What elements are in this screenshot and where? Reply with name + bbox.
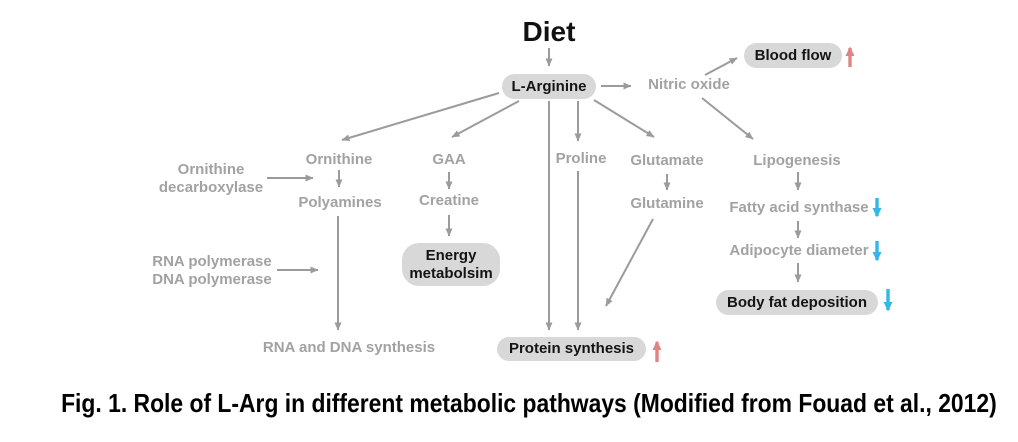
dna-polymerase-line: DNA polymerase bbox=[152, 271, 272, 288]
energy-metabolism-line1: Energy bbox=[425, 246, 477, 264]
ornithine-decarboxylase-line1: Ornithine bbox=[177, 161, 245, 178]
node-glutamine: Glutamine bbox=[630, 195, 704, 212]
node-diet: Diet bbox=[522, 16, 576, 47]
energy-metabolism-line2: metabolsim bbox=[409, 264, 493, 282]
node-rna-and-dna-synthesis: RNA and DNA synthesis bbox=[262, 339, 436, 356]
edge-nitricoxide-lipogenesis bbox=[701, 97, 754, 140]
edge-layer bbox=[267, 46, 893, 362]
figure-caption: Fig. 1. Role of L-Arg in different metab… bbox=[61, 388, 997, 418]
edge-larginine-ornithine bbox=[341, 92, 500, 142]
node-proline: Proline bbox=[555, 150, 607, 167]
node-polyamines: Polyamines bbox=[298, 194, 382, 211]
node-l-arginine: L-Arginine bbox=[502, 74, 596, 99]
node-nitric-oxide: Nitric oxide bbox=[648, 76, 730, 93]
ornithine-decarboxylase-line2: decarboxylase bbox=[158, 179, 264, 196]
edge-larginine-glutamate bbox=[593, 99, 655, 138]
node-ornithine-decarboxylase: Ornithine decarboxylase bbox=[159, 161, 263, 197]
node-fatty-acid-synthase: Fatty acid synthase bbox=[729, 199, 869, 216]
rna-polymerase-line: RNA polymerase bbox=[152, 253, 272, 270]
node-gaa: GAA bbox=[432, 151, 466, 168]
node-blood-flow: Blood flow bbox=[744, 43, 842, 68]
edge-nitricoxide-bloodflow bbox=[704, 57, 738, 76]
node-ornithine: Ornithine bbox=[305, 151, 373, 168]
node-lipogenesis: Lipogenesis bbox=[753, 152, 841, 169]
edge-glutamine-proteinsynthesis bbox=[605, 218, 654, 307]
node-protein-synthesis: Protein synthesis bbox=[497, 337, 646, 361]
node-energy-metabolism: Energy metabolsim bbox=[402, 243, 500, 286]
edge-larginine-gaa bbox=[451, 100, 520, 138]
node-creatine: Creatine bbox=[418, 192, 480, 209]
node-glutamate: Glutamate bbox=[630, 152, 704, 169]
node-body-fat-deposition: Body fat deposition bbox=[716, 290, 878, 315]
node-adipocyte-diameter: Adipocyte diameter bbox=[729, 242, 869, 259]
node-polymerases: RNA polymerase DNA polymerase bbox=[152, 253, 272, 289]
pathway-diagram: Diet L-Arginine Blood flow Energy metabo… bbox=[152, 16, 893, 362]
